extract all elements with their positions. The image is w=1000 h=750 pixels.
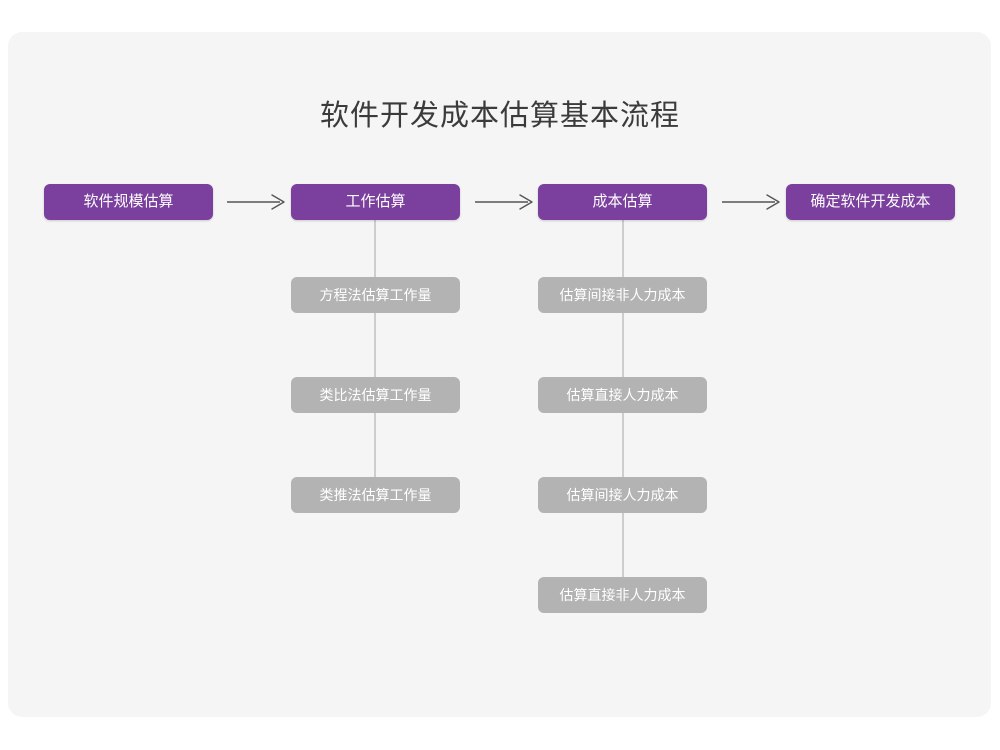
- flow-node-cost-estimation[interactable]: 成本估算: [538, 184, 707, 220]
- branch-node-analogue-method-workload[interactable]: 类推法估算工作量: [291, 477, 460, 513]
- branch-node-indirect-nonlabor-cost[interactable]: 估算间接非人力成本: [538, 277, 707, 313]
- arrow-right-icon: [474, 193, 536, 211]
- arrow-right-icon: [226, 193, 288, 211]
- page-title: 软件开发成本估算基本流程: [319, 100, 680, 132]
- branch-stem-work-estimation: [374, 220, 376, 495]
- branch-node-direct-nonlabor-cost[interactable]: 估算直接非人力成本: [538, 577, 707, 613]
- branch-node-equation-method-workload[interactable]: 方程法估算工作量: [291, 277, 460, 313]
- diagram-card: [8, 32, 991, 717]
- branch-node-analogy-method-workload[interactable]: 类比法估算工作量: [291, 377, 460, 413]
- branch-node-indirect-labor-cost[interactable]: 估算间接人力成本: [538, 477, 707, 513]
- flow-node-work-estimation[interactable]: 工作估算: [291, 184, 460, 220]
- branch-node-direct-labor-cost[interactable]: 估算直接人力成本: [538, 377, 707, 413]
- flow-node-software-size-estimation[interactable]: 软件规模估算: [44, 184, 213, 220]
- flow-node-determine-development-cost[interactable]: 确定软件开发成本: [786, 184, 955, 220]
- arrow-right-icon: [721, 193, 783, 211]
